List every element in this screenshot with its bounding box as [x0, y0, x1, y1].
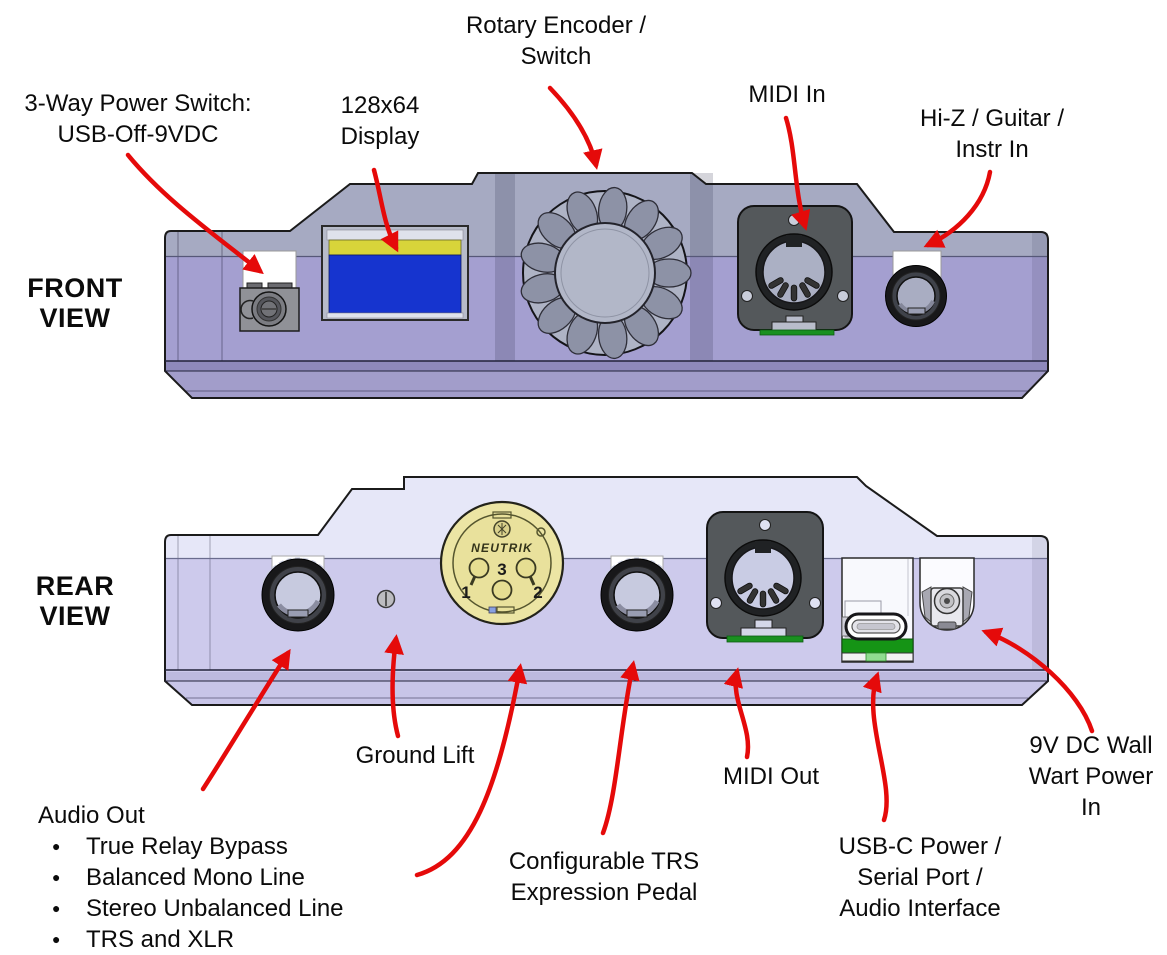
- midi-in-connector: [737, 205, 853, 336]
- arrow-trs-expression: [600, 660, 640, 836]
- bullet-icon: ●: [52, 931, 61, 947]
- arrow-midi-out: [723, 667, 751, 760]
- bullet-icon: ●: [52, 869, 61, 885]
- rear-chassis-base-shadow: [165, 670, 1048, 682]
- usbc-pcb: [841, 638, 914, 654]
- front-panel-seam-left: [495, 173, 515, 361]
- rear-chassis-outline: [164, 476, 1049, 706]
- label-trs-line2: Expression Pedal: [510, 879, 698, 906]
- arrow-usbc: [862, 671, 889, 823]
- front-view-title-line1: FRONT: [27, 273, 123, 303]
- audio-out-bullet-row: ● Stereo Unbalanced Line: [38, 893, 344, 924]
- usbc-port: [841, 557, 914, 663]
- front-view-title: FRONT VIEW: [27, 273, 122, 333]
- label-power-switch-line2: USB-Off-9VDC: [57, 121, 219, 148]
- arrow-display: [371, 167, 399, 253]
- label-audio-out: Audio Out ● True Relay Bypass ● Balanced…: [38, 800, 344, 955]
- xlr-pin-1-label: 1: [461, 583, 470, 602]
- label-trs-line1: Configurable TRS: [508, 848, 700, 875]
- label-midi-in-line1: MIDI In: [748, 81, 826, 108]
- label-usbc-line2: Serial Port /: [857, 864, 983, 891]
- xlr-brand-text: NEUTRIK: [471, 541, 533, 555]
- front-panel-seam-right: [690, 173, 713, 361]
- bullet-icon: ●: [52, 838, 61, 854]
- arrow-midi-in: [783, 115, 811, 231]
- xlr-pin-2: [515, 557, 537, 579]
- callout-arrows: [125, 85, 1095, 878]
- label-dc-line2: Wart Power: [1028, 763, 1154, 790]
- label-trs-expression: Configurable TRS Expression Pedal: [509, 846, 699, 908]
- xlr-pin-1: [468, 557, 490, 579]
- rear-chassis-top: [165, 477, 1048, 558]
- audio-out-bullet-row: ● Balanced Mono Line: [38, 862, 344, 893]
- front-chassis-outline: [164, 172, 1049, 399]
- label-power-switch-line1: 3-Way Power Switch:: [24, 90, 252, 117]
- audio-out-bullet-row: ● TRS and XLR: [38, 924, 344, 955]
- xlr-pin-2-label: 2: [533, 583, 542, 602]
- audio-out-bullet-2: Balanced Mono Line: [86, 864, 305, 891]
- label-rotary-line1: Rotary Encoder /: [465, 12, 647, 39]
- rear-chassis-base: [165, 681, 1048, 705]
- label-hiz-line2: Instr In: [955, 136, 1029, 163]
- arrow-xlr-out: [414, 663, 528, 878]
- label-display-line1: 128x64: [340, 92, 420, 119]
- audio-out-bullet-3: Stereo Unbalanced Line: [86, 895, 344, 922]
- arrow-power-switch: [125, 152, 264, 275]
- front-corner-shade: [1032, 233, 1048, 361]
- xlr-out-connector: NEUTRIK 1 3 2: [439, 500, 565, 626]
- label-rotary-line2: Switch: [520, 43, 592, 70]
- label-display: 128x64 Display: [341, 90, 420, 152]
- label-midi-out: MIDI Out: [723, 761, 819, 792]
- arrow-dc-power: [981, 627, 1095, 734]
- front-chassis-base-shadow: [165, 361, 1048, 372]
- trs-expression-jack: [600, 555, 674, 632]
- rotary-encoder-knob: [520, 186, 692, 360]
- label-usbc-line3: Audio Interface: [839, 895, 1001, 922]
- display-128x64: [321, 225, 469, 321]
- bullet-icon: ●: [52, 900, 61, 916]
- hiz-input-jack: [885, 250, 947, 327]
- audio-out-jack: [261, 555, 335, 632]
- dc-power-jack: [919, 557, 975, 631]
- label-midi-out-line1: MIDI Out: [722, 763, 820, 790]
- xlr-pin-3: [491, 579, 513, 601]
- label-dc-line1: 9V DC Wall: [1029, 732, 1153, 759]
- audio-out-bullet-row: ● True Relay Bypass: [38, 831, 344, 862]
- front-view-title-line2: VIEW: [39, 303, 111, 333]
- midi-out-pcb-edge: [726, 635, 804, 643]
- rear-view-device: NEUTRIK 1 3 2: [164, 476, 1049, 706]
- audio-out-bullet-1: True Relay Bypass: [86, 833, 288, 860]
- arrow-rotary-encoder: [547, 85, 603, 170]
- label-power-switch: 3-Way Power Switch: USB-Off-9VDC: [24, 88, 251, 150]
- label-midi-in: MIDI In: [748, 79, 825, 110]
- rear-view-title-line1: REAR: [35, 571, 115, 601]
- front-view-device: [164, 172, 1049, 399]
- label-audio-out-heading: Audio Out: [38, 802, 145, 829]
- rear-corner-shade: [1032, 537, 1048, 670]
- ground-lift-screw: [376, 589, 396, 609]
- rear-view-title-line2: VIEW: [39, 601, 111, 631]
- audio-out-bullet-4: TRS and XLR: [86, 926, 235, 953]
- label-ground-lift: Ground Lift: [356, 740, 475, 771]
- label-hiz-line1: Hi-Z / Guitar /: [919, 105, 1065, 132]
- label-hiz-input: Hi-Z / Guitar / Instr In: [920, 103, 1064, 165]
- midi-out-connector: [706, 511, 824, 643]
- label-dc-line3: In: [1080, 794, 1101, 821]
- arrow-ground-lift: [384, 634, 404, 739]
- label-rotary-encoder: Rotary Encoder / Switch: [466, 10, 646, 72]
- midi-in-pcb-edge: [759, 329, 835, 336]
- arrow-hiz-input: [923, 169, 993, 248]
- label-usbc: USB-C Power / Serial Port / Audio Interf…: [839, 831, 1002, 924]
- label-display-line2: Display: [340, 123, 420, 150]
- label-dc-power: 9V DC Wall Wart Power In: [1029, 730, 1153, 823]
- display-screen-blue: [328, 254, 462, 314]
- front-chassis-base: [165, 371, 1048, 398]
- label-ground-lift-line1: Ground Lift: [355, 742, 475, 769]
- label-usbc-line1: USB-C Power /: [838, 833, 1002, 860]
- rear-view-title: REAR VIEW: [36, 571, 115, 631]
- arrow-audio-out: [200, 648, 291, 792]
- xlr-pin-3-label: 3: [497, 560, 506, 579]
